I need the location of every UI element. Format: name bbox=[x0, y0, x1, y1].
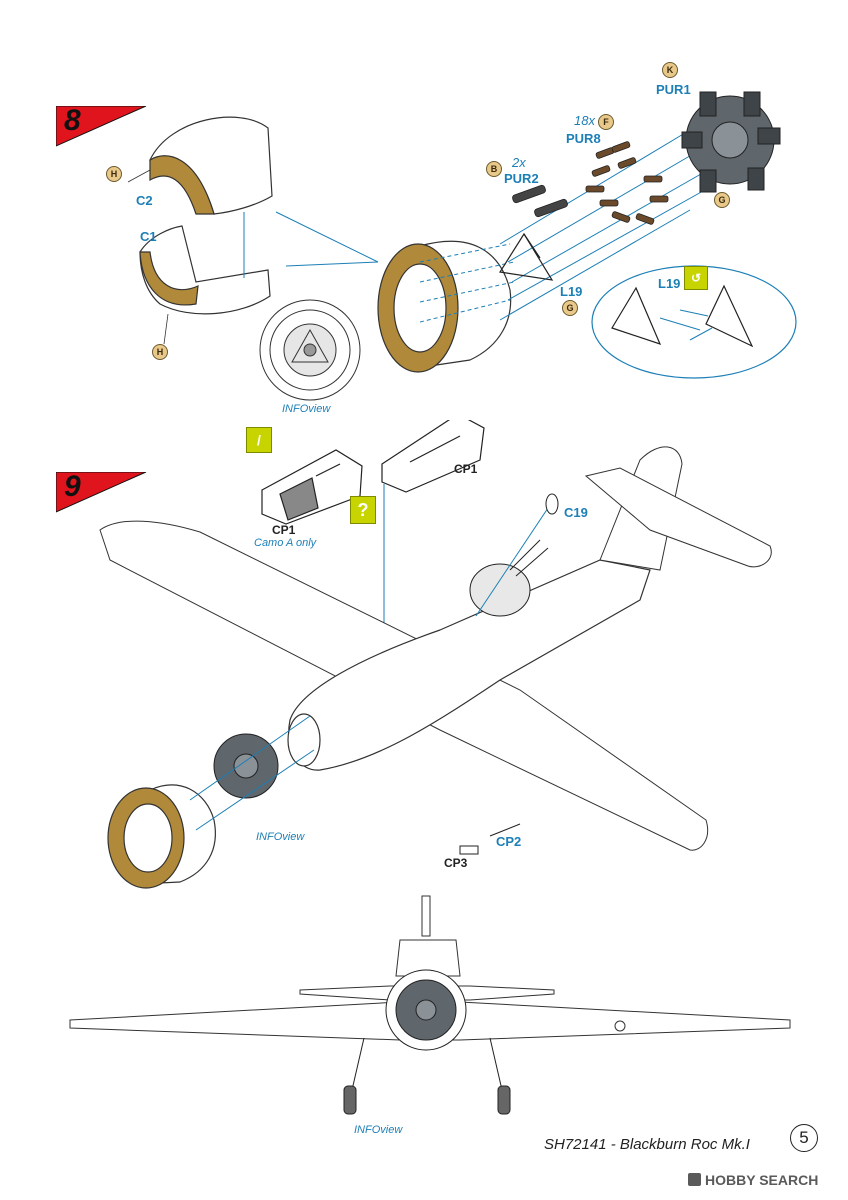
tag-g-bottom: G bbox=[562, 300, 578, 316]
front-engine bbox=[385, 969, 467, 1051]
front-view-drawing bbox=[69, 895, 791, 1115]
cowling-assembly bbox=[377, 240, 512, 373]
info-view-step8: INFOview bbox=[282, 403, 331, 415]
landing-gear bbox=[343, 1037, 511, 1115]
tag-g-right: G bbox=[714, 192, 730, 208]
cowl-part-c1 bbox=[139, 225, 271, 315]
step-9-flag bbox=[56, 472, 147, 513]
label-pur8: PUR8 bbox=[566, 131, 601, 146]
watermark-icon bbox=[688, 1173, 701, 1186]
label-c1: C1 bbox=[140, 229, 157, 244]
instruction-footer-title: SH72141 - Blackburn Roc Mk.I bbox=[544, 1136, 750, 1153]
canopy-cp1 bbox=[381, 420, 485, 493]
part-c19 bbox=[545, 493, 559, 515]
tag-h-top: H bbox=[106, 166, 122, 182]
label-18x: 18x bbox=[574, 113, 595, 128]
cowling-step9 bbox=[107, 784, 216, 889]
question-icon: ? bbox=[350, 496, 376, 524]
page-number: 5 bbox=[790, 1124, 818, 1152]
step-8-drawing bbox=[127, 91, 797, 401]
label-l19-detail: L19 bbox=[658, 276, 681, 291]
info-view-step9: INFOview bbox=[256, 831, 305, 843]
tag-k: K bbox=[662, 62, 678, 78]
cowl-part-c2 bbox=[149, 116, 273, 215]
watermark: HOBBY SEARCH bbox=[688, 1172, 818, 1188]
info-view-front: INFOview bbox=[354, 1124, 403, 1136]
watermark-text: HOBBY SEARCH bbox=[705, 1172, 819, 1188]
aircraft-tail bbox=[584, 446, 772, 571]
canopy-cp1-camo bbox=[261, 449, 363, 525]
label-cp3: CP3 bbox=[444, 856, 468, 870]
tag-b: B bbox=[486, 161, 502, 177]
step-8-flag bbox=[56, 106, 147, 147]
tag-h-bottom: H bbox=[152, 344, 168, 360]
exhaust-pipes-pur2 bbox=[512, 184, 568, 218]
aircraft-fuselage bbox=[287, 559, 651, 771]
exhaust-stubs-pur8 bbox=[585, 141, 669, 225]
canopy-paint-icon: / bbox=[246, 427, 272, 453]
l19-detail-drawing bbox=[611, 284, 754, 348]
label-c19: C19 bbox=[564, 505, 588, 520]
info-wheel-view bbox=[259, 299, 361, 401]
label-cp1-camo: CP1 bbox=[272, 523, 296, 537]
label-cp2: CP2 bbox=[496, 834, 522, 849]
label-camo-a-only: Camo A only bbox=[254, 537, 317, 549]
label-pur2: PUR2 bbox=[504, 171, 539, 186]
label-pur1: PUR1 bbox=[656, 82, 691, 97]
step-9-number: 9 bbox=[64, 470, 81, 503]
l19-glue-icon: ↺ bbox=[684, 266, 708, 290]
step-8-number: 8 bbox=[64, 104, 81, 137]
label-2x: 2x bbox=[512, 155, 526, 170]
radial-engine bbox=[681, 91, 781, 193]
engine-step9 bbox=[213, 733, 279, 799]
parts-cp2-cp3 bbox=[459, 823, 521, 855]
frame-l19 bbox=[499, 232, 554, 281]
label-l19: L19 bbox=[560, 284, 583, 299]
label-cp1: CP1 bbox=[454, 462, 478, 476]
step-9-drawing bbox=[99, 420, 772, 889]
tag-f: F bbox=[598, 114, 614, 130]
label-c2: C2 bbox=[136, 193, 153, 208]
